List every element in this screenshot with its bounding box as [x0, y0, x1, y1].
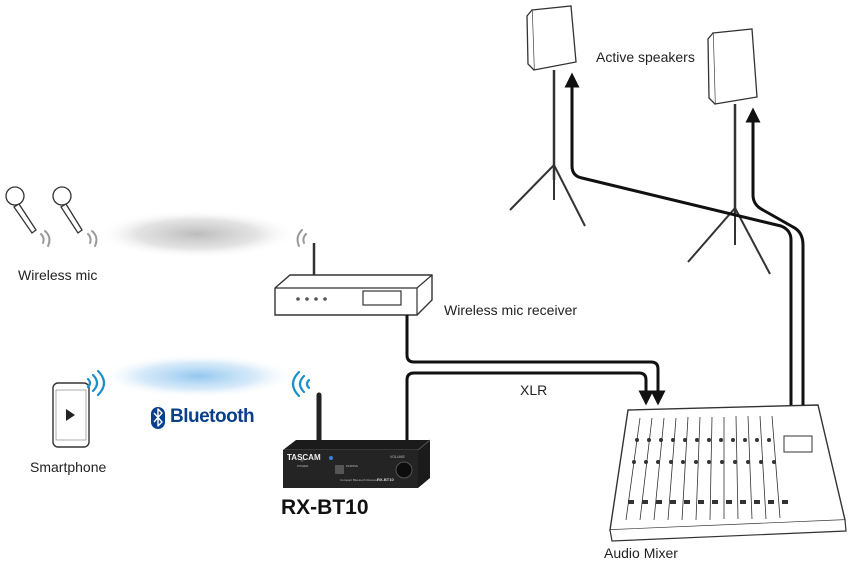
- device-pairing-label: PAIRING: [346, 464, 359, 468]
- xlr-label: XLR: [520, 382, 548, 398]
- mixer-label: Audio Mixer: [604, 545, 678, 561]
- model-name: RX-BT10: [281, 496, 369, 519]
- wireless-mic-receiver-device: [274, 243, 433, 316]
- mic-sound-waves-icon: [40, 229, 307, 247]
- phone-wifi-icon: [86, 369, 311, 398]
- smartphone-label: Smartphone: [30, 459, 107, 475]
- device-subtitle: Compact Bluetooth Receiver: [340, 478, 378, 482]
- bluetooth-signal-cloud: [100, 354, 296, 398]
- receiver-label: Wireless mic receiver: [444, 302, 578, 318]
- audio-mixer-device: [609, 404, 847, 542]
- active-speaker-left: [509, 5, 586, 227]
- rx-bt10-device: TASCAM POWER PAIRING VOLUME Compact Blue…: [283, 392, 431, 488]
- rx-bt10-to-mixer-cable: [405, 371, 654, 440]
- xlr-cables: [405, 72, 805, 440]
- wireless-mic-icon: [5, 186, 83, 234]
- mic-signal-cloud: [97, 210, 297, 258]
- mixer-to-right-speaker-cable: [745, 107, 805, 405]
- wireless-mic-label: Wireless mic: [18, 267, 98, 283]
- speakers-label: Active speakers: [596, 49, 695, 65]
- mixer-to-left-speaker-cable: [564, 72, 793, 405]
- device-brand: TASCAM: [287, 453, 321, 462]
- smartphone-icon: [52, 382, 90, 448]
- device-power-label: POWER: [297, 464, 309, 468]
- bluetooth-logo-icon: [151, 407, 165, 429]
- receiver-to-mixer-cable: [405, 315, 666, 406]
- device-model-small: RX-BT10: [377, 477, 394, 482]
- device-volume-label: VOLUME: [390, 455, 405, 459]
- active-speaker-right: [687, 28, 771, 275]
- bluetooth-wordmark: Bluetooth: [170, 406, 255, 427]
